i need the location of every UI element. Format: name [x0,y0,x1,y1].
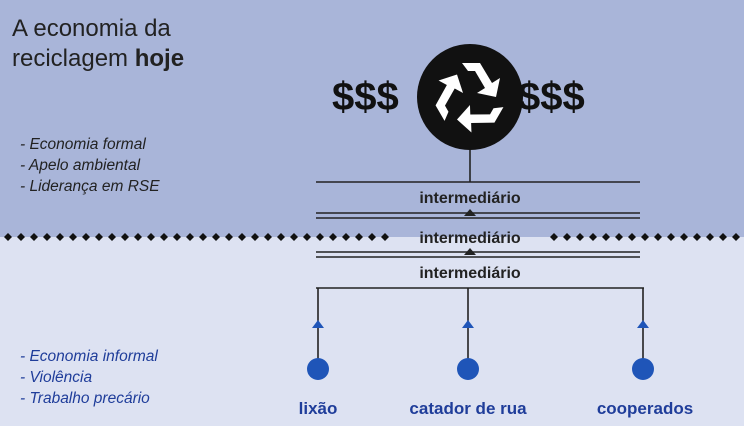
title-line-1: A economia da [12,15,171,42]
divider-dot [43,233,51,241]
divider-dot [56,233,64,241]
divider-dot [654,233,662,241]
formal-economy-band [0,0,744,237]
divider-dot [329,233,337,241]
divider-dot [576,233,584,241]
title-highlight: hoje [134,45,185,72]
divider-dot [732,233,740,241]
informal-bullet: - Violência [20,369,93,386]
informal-bullet: - Economia informal [20,348,158,365]
divider-dot [69,233,77,241]
divider-dot [693,233,701,241]
divider-dot [316,233,324,241]
divider-dot [719,233,727,241]
intermediary-label-2: intermediário [419,230,521,247]
informal-economy-list: - Economia informal - Violência - Trabal… [20,346,158,409]
divider-dot [615,233,623,241]
source-node-catador [457,358,479,380]
up-arrow-icon [637,320,649,328]
divider-dot [186,233,194,241]
divider-dot [251,233,259,241]
informal-economy-band [0,237,744,426]
formal-economy-list: - Economia formal - Apelo ambiental - Li… [20,134,160,197]
money-right: $$$ [518,75,585,119]
informal-bullet: - Trabalho precário [20,390,150,407]
divider-dot [381,233,389,241]
divider-dot [290,233,298,241]
divider-dot [199,233,207,241]
divider-dot [641,233,649,241]
title-line-2: reciclagem hoje [12,44,184,74]
dotted-divider [4,233,740,241]
divider-dot [108,233,116,241]
divider-dot [4,233,12,241]
divider-dot [342,233,350,241]
source-node-lixao [307,358,329,380]
divider-dot [667,233,675,241]
formal-bullet: - Apelo ambiental [20,157,141,174]
source-label-cooperados: cooperados [597,399,693,418]
up-arrow-icon [464,248,476,255]
formal-bullet: - Liderança em RSE [20,178,160,195]
divider-dot [147,233,155,241]
source-node-cooperados [632,358,654,380]
recycle-icon [417,44,523,150]
divider-dot [355,233,363,241]
formal-bullet: - Economia formal [20,136,146,153]
divider-dot [550,233,558,241]
divider-dot [95,233,103,241]
divider-dot [628,233,636,241]
divider-dot [212,233,220,241]
intermediary-label-1: intermediário [419,190,521,207]
up-arrow-icon [312,320,324,328]
divider-dot [264,233,272,241]
divider-dot [160,233,168,241]
up-arrow-icon [462,320,474,328]
divider-dot [368,233,376,241]
divider-dot [30,233,38,241]
intermediary-label-3: intermediário [419,265,521,282]
divider-dot [17,233,25,241]
divider-dot [602,233,610,241]
divider-dot [706,233,714,241]
divider-dot [303,233,311,241]
divider-dot [238,233,246,241]
divider-dot [563,233,571,241]
diagram-title: A economia da reciclagem hoje [12,14,184,74]
money-left: $$$ [332,75,399,119]
divider-dot [589,233,597,241]
divider-dot [277,233,285,241]
divider-dot [680,233,688,241]
up-arrow-icon [464,209,476,216]
source-label-catador: catador de rua [409,399,527,418]
divider-dot [173,233,181,241]
divider-dot [82,233,90,241]
divider-dot [121,233,129,241]
divider-dot [225,233,233,241]
title-line-2-text: reciclagem [12,45,135,72]
divider-dot [134,233,142,241]
source-label-lixao: lixão [299,399,338,418]
